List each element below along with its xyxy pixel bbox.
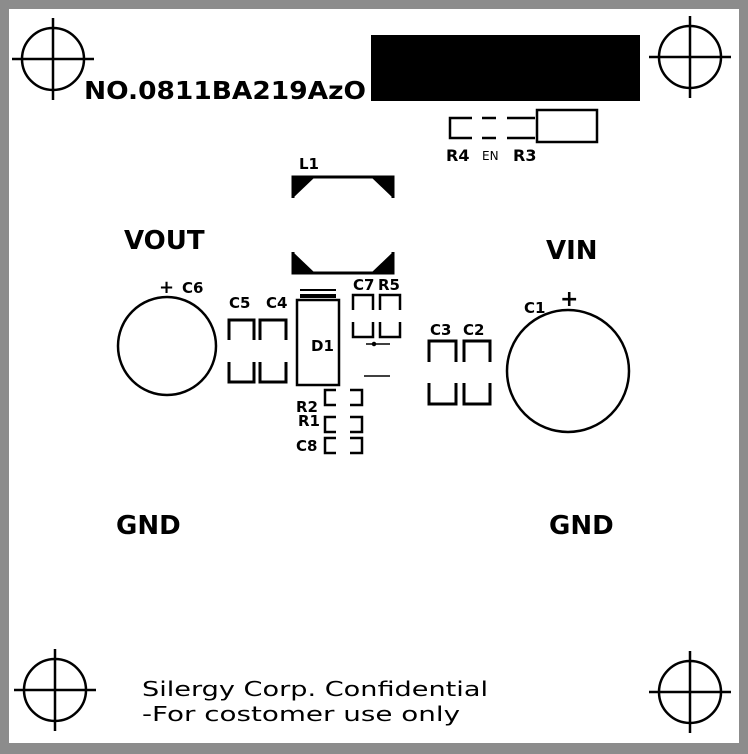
label-gnd-right: GND xyxy=(549,511,614,541)
label-l1: L1 xyxy=(299,155,319,173)
mounting-hole-top-right xyxy=(649,16,731,98)
capacitor-c6-outline xyxy=(116,295,218,397)
label-c4: C4 xyxy=(266,294,287,312)
capacitor-c3-footprint xyxy=(427,339,458,406)
label-c5: C5 xyxy=(229,294,250,312)
capacitor-c2-footprint xyxy=(462,339,492,406)
label-c7: C7 xyxy=(353,276,374,294)
redacted-block xyxy=(371,35,640,101)
label-d1: D1 xyxy=(311,337,334,355)
label-c3: C3 xyxy=(430,321,451,339)
resistor-r3-footprint xyxy=(507,108,599,144)
label-c6: C6 xyxy=(182,279,203,297)
resistor-r5-footprint xyxy=(378,293,402,339)
capacitor-c5-footprint xyxy=(227,318,256,384)
resistor-r4-footprint xyxy=(448,116,496,140)
plus-sign-c1: + xyxy=(560,287,578,312)
capacitor-c4-footprint xyxy=(258,318,288,384)
resistor-r1-footprint xyxy=(323,415,364,434)
label-c8: C8 xyxy=(296,437,317,455)
footer-customer-use: -For costomer use only xyxy=(142,702,460,726)
label-r2: R2 xyxy=(296,398,318,416)
diode-d1-footprint xyxy=(295,289,341,387)
label-r4: R4 xyxy=(446,146,469,165)
label-vout: VOUT xyxy=(124,226,205,256)
ic-marking xyxy=(364,341,390,377)
mounting-hole-bottom-left xyxy=(14,649,96,731)
plus-sign-c6: + xyxy=(159,277,174,298)
label-r5: R5 xyxy=(378,276,400,294)
capacitor-c8-footprint xyxy=(323,436,364,455)
label-c1: C1 xyxy=(524,299,545,317)
part-number: NO.0811BA219AzO xyxy=(84,76,366,105)
capacitor-c1-outline xyxy=(505,308,631,434)
label-c2: C2 xyxy=(463,321,484,339)
footer-confidential: Silergy Corp. Confidential xyxy=(142,677,488,701)
label-r3: R3 xyxy=(513,146,536,165)
label-en: EN xyxy=(482,149,499,163)
mounting-hole-bottom-right xyxy=(649,651,731,733)
label-vin: VIN xyxy=(546,236,598,266)
label-r1: R1 xyxy=(298,412,320,430)
mounting-hole-top-left xyxy=(12,18,94,100)
capacitor-c7-footprint xyxy=(351,293,375,339)
inductor-l1-pads xyxy=(293,177,393,273)
resistor-r2-footprint xyxy=(323,388,364,407)
label-gnd-left: GND xyxy=(116,511,181,541)
